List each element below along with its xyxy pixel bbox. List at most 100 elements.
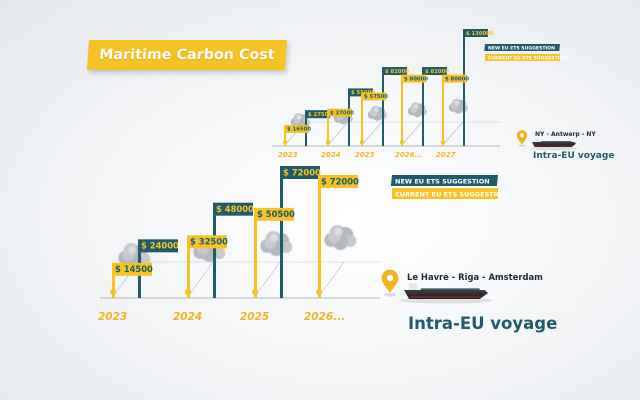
year-label: 2023 (98, 311, 127, 323)
current-ets-bar (254, 220, 257, 298)
cloud-highlight (334, 228, 343, 236)
cloud-highlight (296, 114, 302, 120)
current-ets-label: $ 72000 (321, 176, 359, 186)
year-label: 2027 (436, 151, 456, 159)
current-ets-label-box (361, 92, 386, 101)
location-pin-hole (386, 274, 394, 282)
bar-base-marker (282, 140, 288, 145)
ship-bridge (534, 138, 540, 142)
current-ets-label-box (442, 74, 467, 83)
route-label: Le Havre - Riga - Amsterdam (407, 272, 543, 282)
emission-cloud-icon (324, 225, 357, 250)
cloud-highlight (373, 107, 379, 113)
current-ets-label: $ 50500 (257, 209, 295, 219)
bar-base-marker (325, 140, 331, 145)
ship-waterline (408, 296, 481, 298)
ship-waterline (534, 145, 573, 147)
location-pin-shape (381, 269, 399, 294)
current-ets-label: $ 16500 (287, 127, 311, 133)
bar-base-marker (316, 289, 322, 295)
current-ets-label: $ 80000 (445, 76, 469, 82)
bar-base-marker (359, 140, 365, 145)
new-ets-bar (280, 179, 283, 298)
location-pin-shadow (518, 144, 526, 147)
new-ets-label: $ 27500 (308, 112, 332, 118)
legend-current-ets-box (485, 54, 560, 61)
current-ets-label-box (284, 124, 309, 133)
year-label: 2023 (278, 151, 298, 159)
cloud-highlight (454, 100, 460, 106)
current-ets-bar (442, 82, 444, 146)
floor-grid-line (360, 121, 383, 147)
current-ets-bar (327, 116, 329, 146)
current-ets-label-box (401, 74, 426, 83)
floor-grid-line (253, 261, 281, 299)
current-ets-bar (361, 100, 363, 146)
new-ets-bar (382, 75, 384, 146)
voyage-label: Intra-EU voyage (533, 151, 614, 161)
cloud-highlight (413, 104, 419, 109)
current-ets-label: $ 57500 (364, 94, 388, 100)
current-ets-label-box (112, 262, 152, 276)
current-ets-label-box (254, 207, 294, 221)
current-ets-bar (187, 248, 190, 298)
current-ets-label: $ 14500 (115, 264, 153, 274)
floor-grid-line (317, 261, 345, 299)
new-ets-label-box (422, 67, 447, 76)
current-ets-label-box (327, 108, 352, 117)
location-pin-hole (520, 133, 524, 138)
location-pin-shape (516, 130, 528, 145)
new-ets-label: $ 82000 (425, 69, 449, 75)
legend-current-ets-box (392, 188, 498, 199)
route-label: NY - Antwerp - NY (535, 131, 596, 138)
year-label: 2026... (395, 151, 422, 159)
cloud-highlight (270, 234, 279, 242)
floor-grid-line (326, 121, 349, 147)
current-ets-label-box (318, 175, 358, 188)
bar-base-marker (399, 140, 405, 145)
new-ets-label: $ 48000 (216, 204, 254, 214)
ship-deck (540, 141, 572, 142)
year-label: 2024 (321, 151, 341, 159)
legend-current-ets-label: CURRENT EU ETS SUGGESTION (488, 55, 567, 61)
emission-cloud-icon (448, 98, 468, 114)
bar-base-marker (440, 140, 446, 145)
location-pin-shadow (384, 293, 396, 297)
bar-base-marker (185, 289, 191, 295)
year-label: 2025 (355, 151, 375, 159)
chart-floor-0 (100, 261, 380, 299)
location-pin-icon (516, 130, 528, 147)
legend-current-ets-label: CURRENT EU ETS SUGGESTION (395, 191, 507, 199)
new-ets-label: $ 130000 (466, 31, 494, 37)
new-ets-label: $ 72000 (283, 167, 321, 177)
new-ets-bar (463, 37, 465, 146)
new-ets-label: $ 24000 (141, 241, 179, 251)
legend-new-ets-label: NEW EU ETS SUGGESTION (395, 178, 490, 186)
emission-cloud-icon (367, 105, 387, 121)
ship-bridge (409, 283, 418, 290)
bar-base-marker (252, 289, 258, 295)
year-label: 2024 (173, 311, 202, 323)
year-label: 2026... (304, 311, 345, 323)
legend-new-ets-box (484, 44, 560, 51)
ship-shadow (529, 146, 579, 151)
current-ets-bar (401, 82, 403, 146)
legend-new-ets-label: NEW EU ETS SUGGESTION (488, 45, 555, 51)
emission-cloud-icon (407, 102, 427, 118)
current-ets-label: $ 32500 (190, 237, 228, 247)
voyage-label: Intra-EU voyage (408, 314, 557, 333)
new-ets-bar (348, 96, 350, 146)
new-ets-label: $ 82000 (385, 69, 409, 75)
current-ets-bar (112, 275, 115, 298)
new-ets-label-box (280, 166, 320, 179)
year-label: 2025 (240, 311, 269, 323)
legend-new-ets-box (390, 175, 498, 186)
cloud-highlight (128, 246, 137, 254)
new-ets-label-box (463, 29, 488, 37)
current-ets-label: $ 80000 (404, 76, 428, 82)
ship-deck (420, 288, 480, 290)
floor-grid-line (441, 121, 464, 147)
ship-icon (399, 283, 493, 304)
floor-grid-line (186, 261, 214, 299)
